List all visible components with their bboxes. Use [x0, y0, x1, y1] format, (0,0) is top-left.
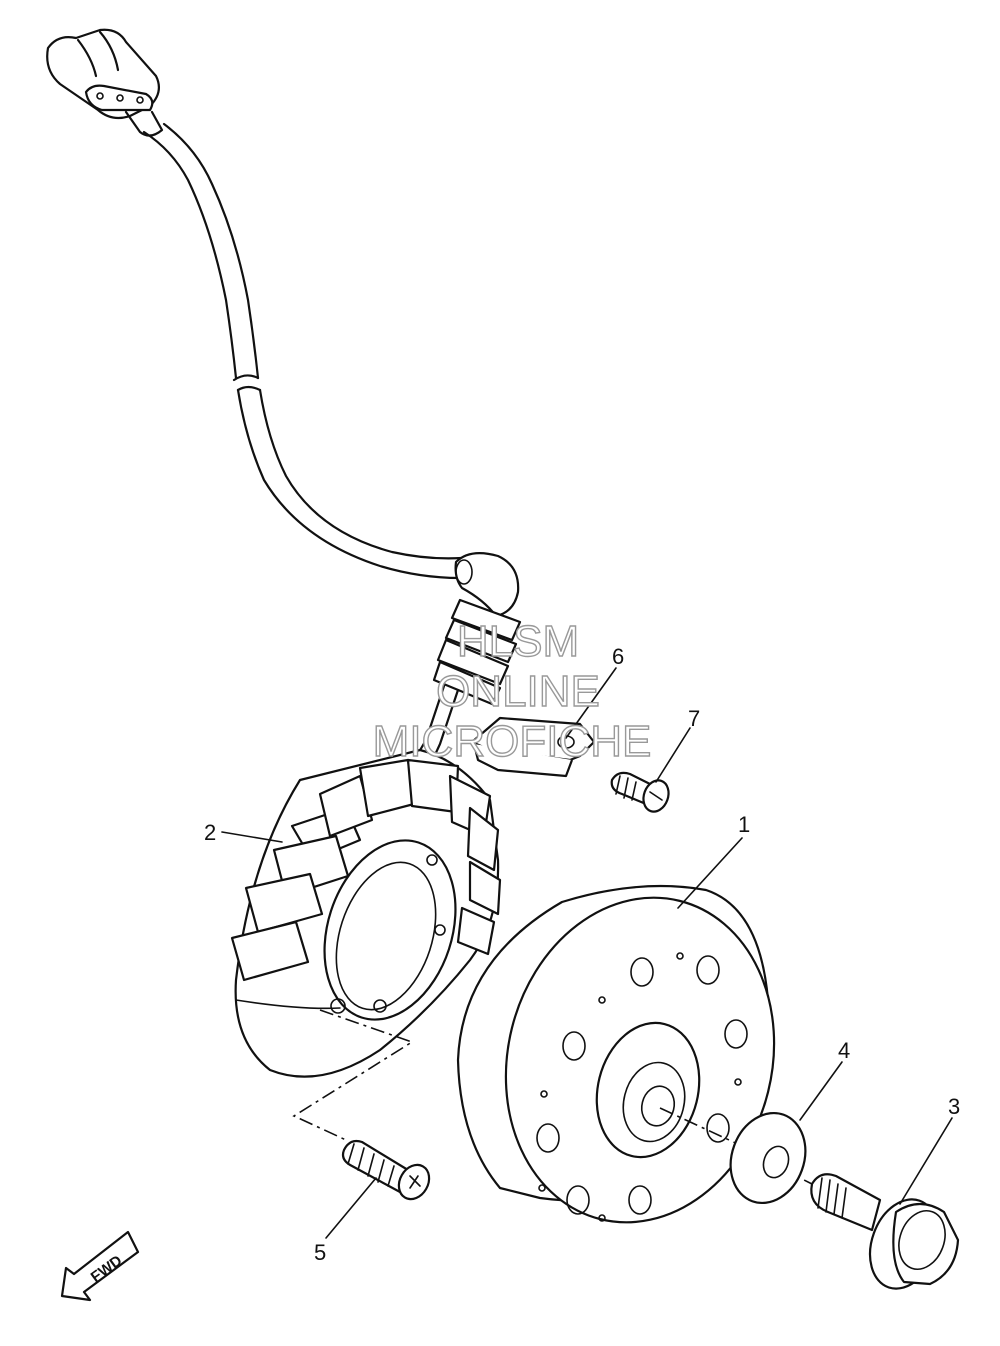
leader-line-6	[565, 667, 617, 739]
callout-6: 6	[612, 644, 624, 669]
flange-bolt	[810, 1173, 960, 1290]
watermark-line-3: MICROFICHE	[373, 717, 652, 766]
stator-screw	[341, 1139, 431, 1201]
leader-line-7	[655, 727, 691, 783]
stator-assembly	[230, 748, 502, 1078]
leader-line-2	[221, 831, 283, 843]
callout-1: 1	[738, 812, 750, 837]
stator-coil-teeth	[230, 758, 502, 982]
leader-line-1	[677, 837, 743, 909]
coupler-connector	[46, 28, 164, 137]
screw-alignment-line	[292, 1009, 414, 1141]
leader-line-5	[325, 1177, 377, 1239]
fwd-direction-arrow: FWD	[60, 1230, 140, 1302]
watermark: HLSM ONLINE MICROFICHE	[372, 616, 652, 766]
rotor-holes	[536, 952, 748, 1222]
callout-5: 5	[314, 1240, 326, 1265]
callout-2: 2	[204, 820, 216, 845]
callout-3: 3	[948, 1094, 960, 1119]
leader-line-3	[899, 1117, 953, 1205]
leader-line-4	[799, 1061, 843, 1121]
clamp-screw	[610, 771, 670, 813]
watermark-line-1: HLSM	[457, 617, 579, 666]
callout-7: 7	[688, 706, 700, 731]
callout-4: 4	[838, 1038, 850, 1063]
center-axis-line	[659, 1107, 743, 1147]
washer	[729, 1111, 807, 1205]
wire-harness	[46, 28, 522, 772]
lead-clamp	[470, 716, 596, 778]
watermark-line-2: ONLINE	[436, 667, 600, 716]
leader-lines	[221, 667, 953, 1239]
